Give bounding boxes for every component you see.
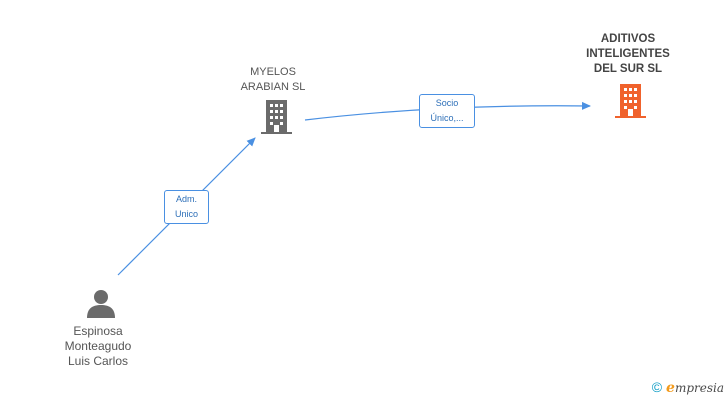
company-name-line: DEL SUR SL: [593, 63, 663, 75]
person-icon[interactable]: [86, 289, 116, 319]
edge-label-line: Socio: [435, 98, 459, 108]
edge-label-adm-unico[interactable]: Adm. Unico: [164, 190, 209, 224]
company-name-line: INTELIGENTES: [586, 48, 670, 60]
edge-label-line: Único,...: [430, 113, 464, 123]
edge-label-line: Adm.: [175, 194, 197, 204]
person-name-line: Luis Carlos: [67, 354, 129, 368]
copyright-symbol: ©: [651, 379, 663, 395]
brand-logo-text: mpresia: [674, 381, 724, 395]
company-name-myelos[interactable]: MYELOS ARABIAN SL: [223, 65, 323, 95]
building-icon[interactable]: [614, 83, 647, 119]
edge-label-line: Unico: [174, 209, 198, 219]
company-name-line: ARABIAN SL: [240, 81, 306, 93]
brand-logo-initial: e: [666, 380, 675, 396]
company-name-line: MYELOS: [250, 66, 296, 78]
brand-footer: ©empresia: [652, 379, 724, 396]
person-name-line: Monteagudo: [64, 339, 132, 353]
person-name-line: Espinosa: [73, 324, 123, 338]
person-name[interactable]: Espinosa Monteagudo Luis Carlos: [48, 324, 148, 369]
company-name-aditivos[interactable]: ADITIVOS INTELIGENTES DEL SUR SL: [568, 32, 688, 77]
edge-label-socio-unico[interactable]: Socio Único,...: [419, 94, 475, 128]
company-name-line: ADITIVOS: [600, 33, 656, 45]
building-icon[interactable]: [260, 99, 293, 135]
